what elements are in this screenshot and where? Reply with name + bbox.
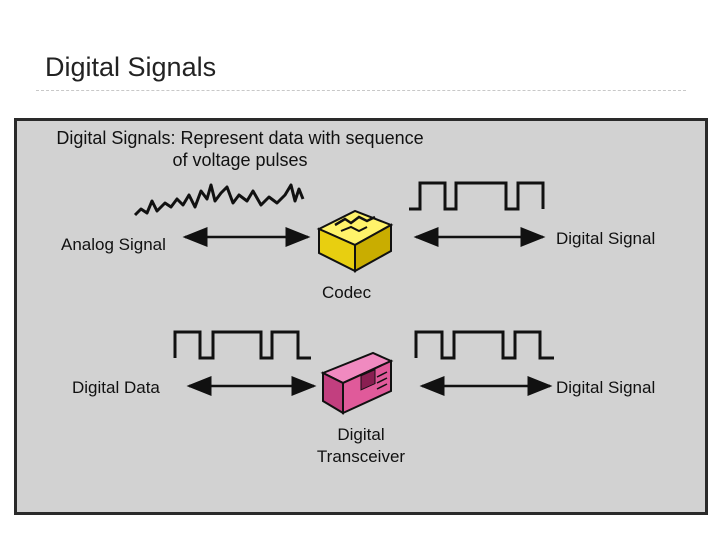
- diagram-art: [133, 181, 554, 415]
- digital-signal-label-top: Digital Signal: [556, 229, 656, 248]
- slide-title: Digital Signals: [45, 52, 217, 82]
- transceiver-label: Digital Transceiver: [306, 424, 416, 468]
- analog-signal-label: Analog Signal: [61, 235, 166, 254]
- codec-device-icon: [316, 209, 394, 273]
- transceiver-device-icon: [320, 351, 394, 415]
- figure-heading-line1: Digital Signals: Represent data with seq…: [56, 128, 424, 148]
- transceiver-label-line1: Digital: [337, 425, 385, 444]
- title-divider: [36, 90, 686, 91]
- digital-data-label: Digital Data: [72, 378, 160, 397]
- diagram-panel: Digital Signals: Represent data with seq…: [14, 118, 708, 515]
- square-wave-icon: [409, 181, 545, 211]
- codec-label: Codec: [322, 283, 372, 302]
- square-wave-icon: [414, 330, 554, 360]
- digital-signal-label-bottom: Digital Signal: [556, 378, 656, 397]
- figure-heading-line2: of voltage pulses: [172, 150, 308, 170]
- analog-waveform-icon: [133, 183, 305, 217]
- figure-heading: Digital Signals: Represent data with seq…: [35, 127, 445, 171]
- square-wave-icon: [173, 330, 311, 360]
- transceiver-label-line2: Transceiver: [316, 447, 406, 466]
